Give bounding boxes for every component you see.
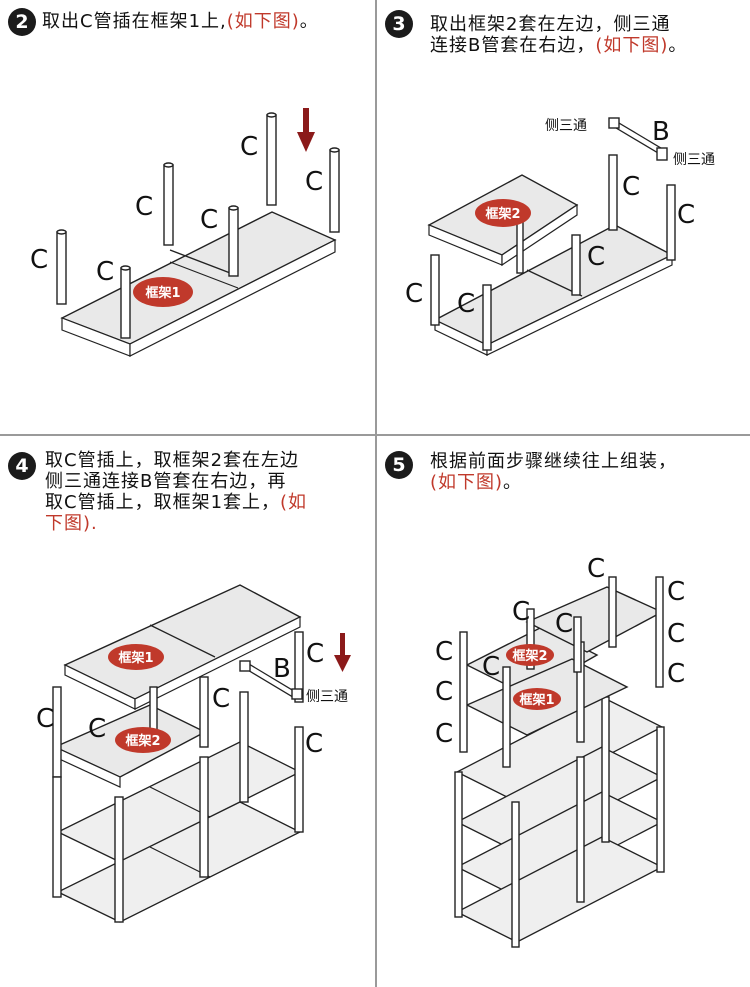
lower-tower bbox=[454, 696, 665, 948]
frame-2-tag bbox=[475, 199, 531, 227]
step-3-diagram: 侧三通 侧三通 B C C C C C 框架2 bbox=[405, 117, 715, 356]
label-c: C bbox=[212, 684, 230, 714]
step-5-badge: 5 bbox=[385, 451, 413, 479]
step-3-text: 取出框架2套在左边，侧三通 连接B管套在右边，(如下图)。 bbox=[430, 14, 688, 56]
step-2-badge: 2 bbox=[8, 8, 36, 36]
label-c: C bbox=[587, 554, 605, 584]
frame-1-label: 框架1 bbox=[145, 285, 180, 301]
tee-label: 侧三通 bbox=[306, 689, 348, 705]
label-c: C bbox=[677, 200, 695, 230]
frame-1-label: 框架1 bbox=[118, 650, 153, 666]
label-c: C bbox=[482, 652, 500, 682]
label-c: C bbox=[555, 609, 573, 639]
frame-1-label: 框架1 bbox=[519, 692, 554, 708]
label-c: C bbox=[667, 577, 685, 607]
label-c: C bbox=[306, 639, 324, 669]
label-c: C bbox=[587, 242, 605, 272]
step-5-panel: 5 根据前面步骤继续往上组装， (如下图)。 bbox=[377, 437, 750, 987]
step-5-diagram: C C C C C C C C C C 框架2 框架1 bbox=[435, 554, 685, 948]
label-c: C bbox=[305, 167, 323, 197]
b-pipe bbox=[239, 660, 303, 700]
step-3-panel: 3 取出框架2套在左边，侧三通 连接B管套在右边，(如下图)。 侧三通 侧三通 … bbox=[377, 0, 750, 434]
down-arrow bbox=[334, 633, 351, 672]
frame-2-tag bbox=[506, 644, 554, 666]
frame-2-label: 框架2 bbox=[512, 648, 547, 664]
label-c: C bbox=[36, 704, 54, 734]
step-4-diagram: B 侧三通 C C C C C 框架1 框架2 bbox=[36, 584, 351, 923]
label-c: C bbox=[457, 289, 475, 319]
tee-label: 侧三通 bbox=[673, 152, 715, 168]
c-pipes bbox=[430, 154, 676, 351]
label-c: C bbox=[96, 257, 114, 287]
step-4-panel: 4 取C管插上，取框架2套在左边 侧三通连接B管套在右边，再 取C管插上，取框架… bbox=[0, 437, 375, 987]
frame-1-tag bbox=[513, 688, 561, 710]
step-4-text: 取C管插上，取框架2套在左边 侧三通连接B管套在右边，再 取C管插上，取框架1套… bbox=[45, 450, 308, 534]
frame-2-label: 框架2 bbox=[125, 733, 160, 749]
horizontal-divider bbox=[0, 434, 750, 436]
step-4-badge: 4 bbox=[8, 452, 36, 480]
label-c: C bbox=[435, 719, 453, 749]
label-c: C bbox=[622, 172, 640, 202]
frame-2-tag bbox=[115, 727, 171, 753]
label-b: B bbox=[652, 117, 670, 147]
label-c: C bbox=[305, 729, 323, 759]
frame-1-tag bbox=[108, 644, 164, 670]
frame-1-tag bbox=[133, 277, 193, 307]
step-2-text: 取出C管插在框架1上,(如下图)。 bbox=[42, 11, 319, 32]
b-pipe bbox=[608, 117, 668, 161]
label-c: C bbox=[30, 245, 48, 275]
label-c: C bbox=[512, 597, 530, 627]
label-c: C bbox=[405, 279, 423, 309]
frame-1-shelf bbox=[433, 224, 674, 356]
label-b: B bbox=[273, 654, 291, 684]
tee-label: 侧三通 bbox=[545, 118, 587, 134]
step-2-diagram: C C C C C C 框架1 bbox=[30, 108, 340, 357]
label-c: C bbox=[88, 714, 106, 744]
step-5-text: 根据前面步骤继续往上组装， (如下图)。 bbox=[430, 451, 677, 493]
label-c: C bbox=[667, 619, 685, 649]
step-3-badge: 3 bbox=[385, 10, 413, 38]
label-c: C bbox=[240, 132, 258, 162]
vertical-divider bbox=[375, 0, 377, 987]
label-c: C bbox=[135, 192, 153, 222]
label-c: C bbox=[667, 659, 685, 689]
down-arrow bbox=[297, 108, 315, 152]
label-c: C bbox=[435, 677, 453, 707]
c-pipes bbox=[56, 112, 340, 339]
label-c: C bbox=[200, 205, 218, 235]
frame-1-shelf bbox=[63, 584, 302, 710]
step-2-panel: 2 取出C管插在框架1上,(如下图)。 C C C C C bbox=[0, 0, 375, 434]
c-pipes bbox=[459, 576, 664, 768]
frame-2-label: 框架2 bbox=[485, 206, 520, 222]
label-c: C bbox=[435, 637, 453, 667]
